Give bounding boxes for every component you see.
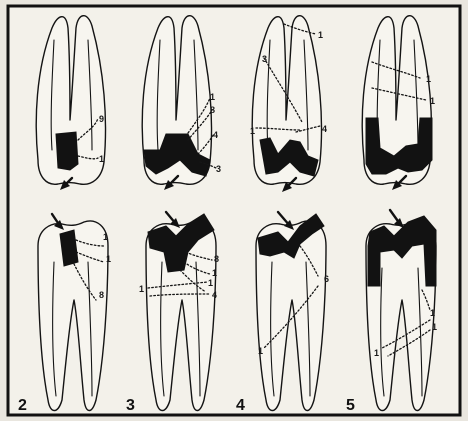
- fracture-label: 1: [106, 254, 111, 264]
- filling: [56, 132, 78, 170]
- fracture-label: 4: [212, 290, 217, 300]
- panel-number: 2: [18, 397, 27, 414]
- fracture-label: 1: [430, 308, 435, 318]
- fracture-label: 1: [99, 154, 104, 164]
- fracture-label: 9: [99, 114, 104, 124]
- fracture-label: 3: [262, 54, 267, 64]
- panel-number: 3: [126, 397, 135, 414]
- fracture-label: 4: [213, 130, 218, 140]
- panel-number: 5: [346, 397, 355, 414]
- fracture-label: 8: [214, 254, 219, 264]
- fracture-label: 6: [324, 274, 329, 284]
- fracture-label: 1: [258, 346, 263, 356]
- fracture-label: 1: [426, 74, 431, 84]
- fracture-label: 1: [208, 278, 213, 288]
- fracture-label: 1: [210, 92, 215, 102]
- fracture-label: 1: [374, 348, 379, 358]
- fracture-label: 1: [318, 30, 323, 40]
- fracture-label: 1: [432, 322, 437, 332]
- fracture-label: 1: [103, 232, 108, 242]
- fracture-label: 1: [430, 96, 435, 106]
- fracture-label: 8: [99, 290, 104, 300]
- fracture-label: 1: [139, 284, 144, 294]
- fracture-label: 3: [216, 164, 221, 174]
- panel-number: 4: [236, 397, 245, 414]
- fracture-label: 8: [210, 105, 215, 115]
- fracture-label: 1: [250, 126, 255, 136]
- fracture-label: 1: [212, 268, 217, 278]
- fracture-label: 4: [322, 124, 327, 134]
